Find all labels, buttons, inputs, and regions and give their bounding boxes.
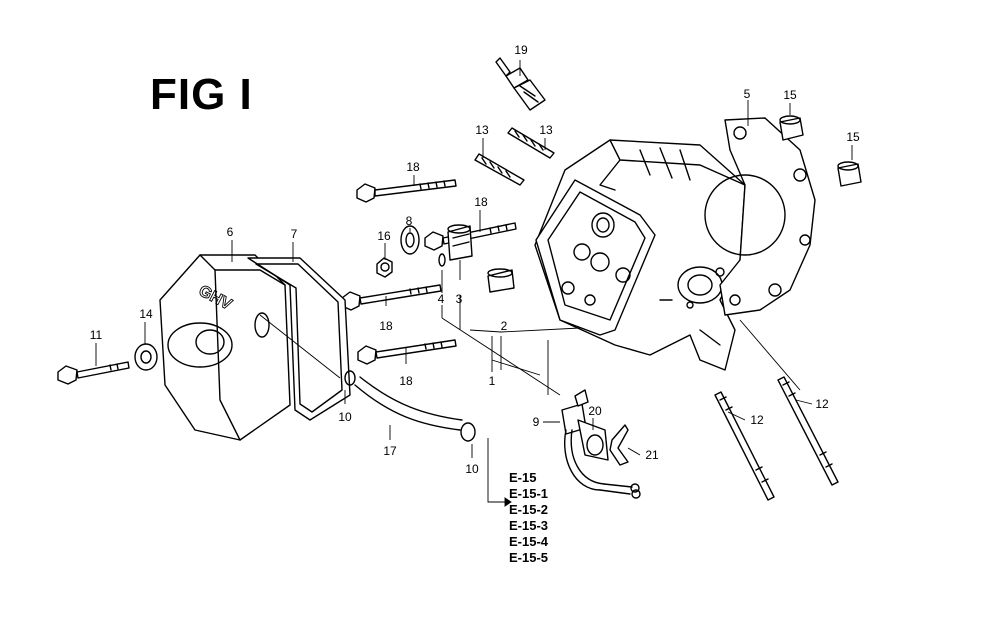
callout-17: 17 bbox=[383, 444, 397, 458]
callout-12a: 12 bbox=[750, 413, 764, 427]
callout-3: 3 bbox=[456, 292, 463, 306]
cylinder-stud-b bbox=[777, 376, 839, 486]
callout-18a: 18 bbox=[406, 160, 420, 174]
dowel-pin-lower bbox=[837, 161, 862, 187]
head-cover bbox=[159, 254, 291, 441]
reference-e15: E-15 bbox=[509, 470, 537, 485]
stud-bolt-b bbox=[507, 127, 555, 159]
callout-18c: 18 bbox=[379, 319, 393, 333]
callout-19: 19 bbox=[514, 43, 528, 57]
head-bolt-4 bbox=[357, 339, 457, 365]
callout-21: 21 bbox=[645, 448, 659, 462]
reference-e15-2: E-15-2 bbox=[509, 502, 549, 517]
sealing-washer bbox=[134, 343, 158, 371]
stud-bolt-a bbox=[474, 153, 525, 186]
callout-5: 5 bbox=[744, 87, 751, 101]
callout-10b: 10 bbox=[465, 462, 479, 476]
washer bbox=[400, 225, 420, 255]
callout-8: 8 bbox=[406, 214, 413, 228]
reference-list: E-15 E-15-1 E-15-2 E-15-3 E-15-4 E-15-5 bbox=[509, 470, 548, 566]
tube-clip-a bbox=[344, 370, 356, 386]
leader-lines bbox=[95, 60, 853, 507]
callout-7: 7 bbox=[291, 227, 298, 241]
head-gasket bbox=[704, 117, 816, 316]
reference-e15-3: E-15-3 bbox=[509, 518, 549, 533]
cylinder-stud-a bbox=[714, 391, 775, 501]
callout-6: 6 bbox=[227, 225, 234, 239]
callout-1: 1 bbox=[489, 374, 496, 388]
callout-20: 20 bbox=[588, 404, 602, 418]
dowel-pin-upper bbox=[779, 115, 804, 141]
cover-bolt bbox=[57, 361, 130, 385]
callout-16: 16 bbox=[377, 229, 391, 243]
valve-guide-lower bbox=[487, 268, 515, 293]
callout-18d: 18 bbox=[399, 374, 413, 388]
spark-plug bbox=[495, 57, 546, 111]
clip-ring bbox=[438, 253, 446, 267]
retaining-clip bbox=[609, 424, 629, 466]
callout-10a: 10 bbox=[338, 410, 352, 424]
reference-e15-5: E-15-5 bbox=[509, 550, 549, 565]
callout-labels: 19 13 13 18 18 8 16 4 3 18 2 1 18 5 15 1… bbox=[90, 43, 860, 476]
callout-12b: 12 bbox=[815, 397, 829, 411]
callout-2: 2 bbox=[501, 319, 508, 333]
head-bolt-1 bbox=[356, 179, 457, 203]
callout-13a: 13 bbox=[475, 123, 489, 137]
valve-guide-upper bbox=[447, 224, 473, 261]
cover-gasket bbox=[247, 257, 351, 421]
callout-9: 9 bbox=[533, 415, 540, 429]
nut bbox=[376, 257, 393, 278]
tube-clip-b bbox=[460, 422, 476, 442]
reference-e15-4: E-15-4 bbox=[509, 534, 549, 549]
callout-15b: 15 bbox=[846, 130, 860, 144]
callout-4: 4 bbox=[438, 292, 445, 306]
callout-18b: 18 bbox=[474, 195, 488, 209]
sensor-holder bbox=[577, 419, 609, 461]
callout-13b: 13 bbox=[539, 123, 553, 137]
callout-14: 14 bbox=[139, 307, 153, 321]
head-bolt-3 bbox=[341, 284, 442, 311]
callout-11: 11 bbox=[90, 328, 103, 342]
reference-e15-1: E-15-1 bbox=[509, 486, 549, 501]
callout-15a: 15 bbox=[783, 88, 797, 102]
breather-tube bbox=[354, 376, 463, 431]
figure-title: FIG I bbox=[150, 70, 253, 119]
head-cover-flange bbox=[535, 179, 656, 336]
